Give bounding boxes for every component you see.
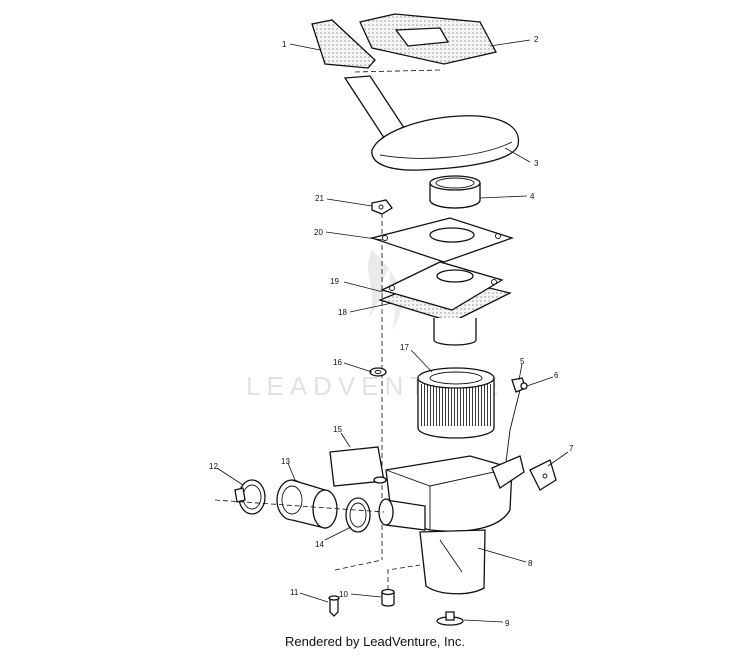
part-1-foam-wedge [311, 19, 376, 69]
callout-5: 5 [520, 357, 525, 366]
part-11-screw [328, 595, 340, 617]
callout-20: 20 [314, 228, 323, 237]
callout-12: 12 [209, 462, 218, 471]
callout-14: 14 [315, 540, 324, 549]
callout-8: 8 [528, 559, 533, 568]
callout-13: 13 [281, 457, 290, 466]
callout-16: 16 [333, 358, 342, 367]
callout-18: 18 [338, 308, 347, 317]
part-12-clamp [234, 479, 266, 515]
leader-lines [216, 39, 569, 623]
part-7-bracket [529, 459, 557, 491]
part-4-coupler [429, 175, 481, 209]
callout-11: 11 [290, 588, 299, 597]
callout-9: 9 [505, 619, 510, 628]
callout-4: 4 [530, 192, 535, 201]
part-14-clamp [345, 497, 371, 533]
assembly-centerline-4 [354, 69, 441, 73]
callout-15: 15 [333, 425, 342, 434]
callout-7: 7 [569, 444, 574, 453]
part-17-filter-element [417, 367, 495, 439]
callout-1: 1 [282, 40, 287, 49]
part-13-boot [276, 479, 338, 529]
part-6-clamp [504, 382, 528, 471]
part-16-washer [369, 367, 387, 377]
part-9-drain-plug [436, 611, 464, 626]
callout-10: 10 [339, 590, 348, 599]
part-2-foam-pad [359, 13, 497, 65]
part-21-clip [371, 199, 393, 215]
assembly-centerline-2 [334, 559, 383, 571]
footer-credit: Rendered by LeadVenture, Inc. [285, 634, 465, 649]
part-20-adapter-plate [369, 217, 515, 263]
callout-2: 2 [534, 35, 539, 44]
callouts: 1 2 3 4 5 6 7 8 9 10 11 12 13 14 15 16 1… [209, 35, 574, 628]
callout-21: 21 [315, 194, 324, 203]
part-3-airbox-cover [343, 75, 520, 171]
assembly-centerline-3 [387, 564, 421, 590]
part-10-spacer [381, 588, 395, 607]
callout-6: 6 [554, 371, 559, 380]
part-19-flange [378, 261, 512, 346]
part-8-airbox-body [373, 455, 525, 595]
callout-3: 3 [534, 159, 539, 168]
intake-centerline [214, 499, 385, 513]
callout-19: 19 [330, 277, 339, 286]
callout-17: 17 [400, 343, 409, 352]
